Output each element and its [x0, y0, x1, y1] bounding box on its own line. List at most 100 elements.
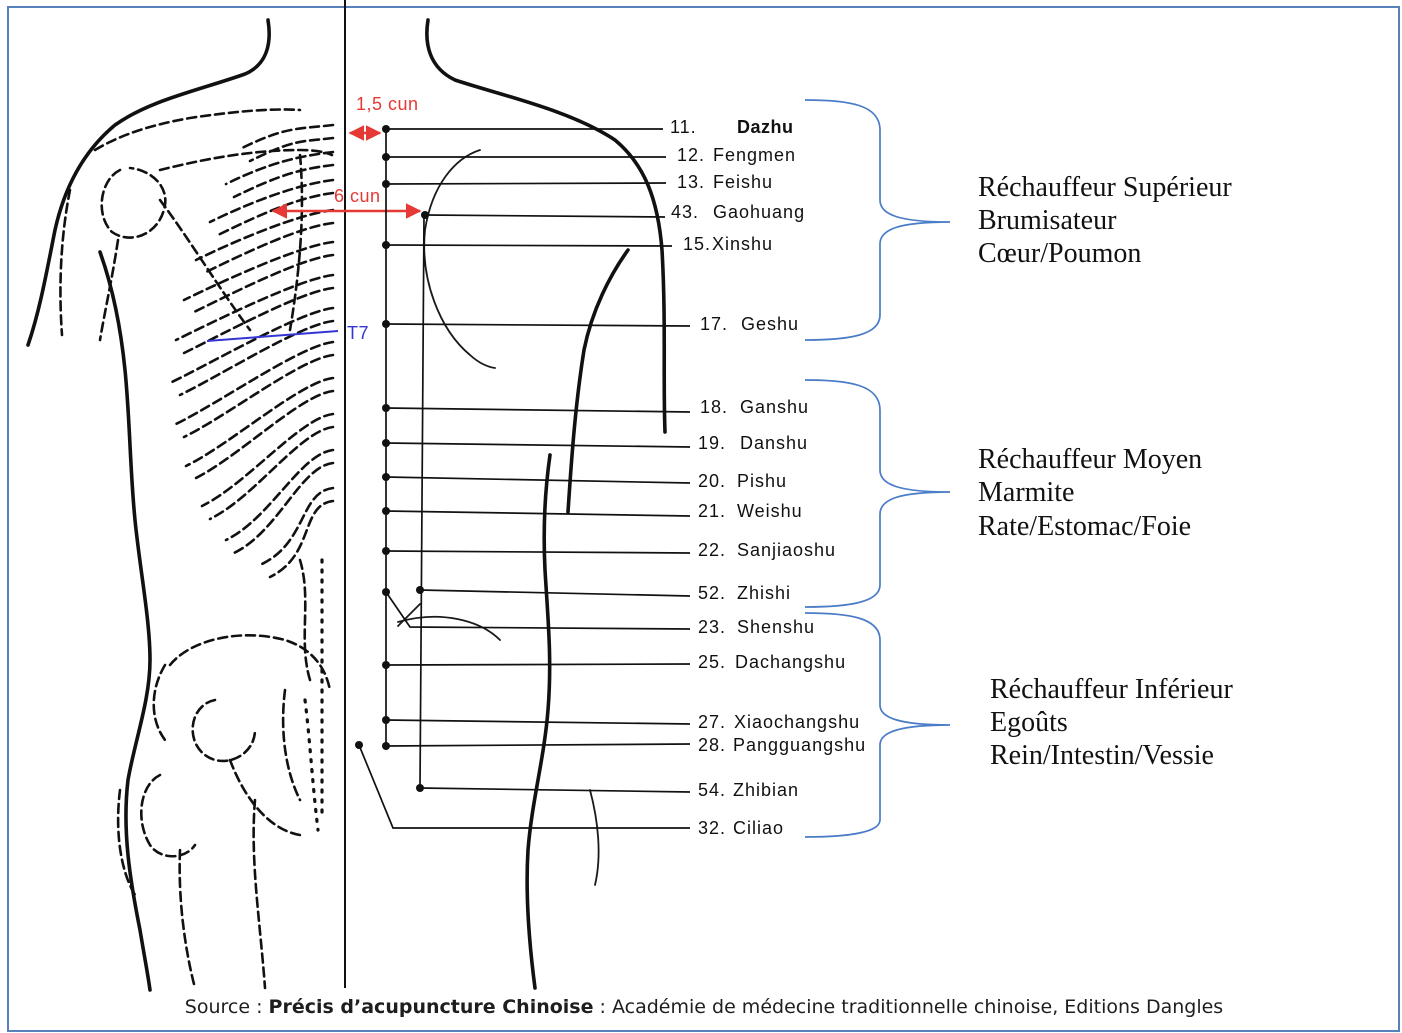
rib-outline: [184, 288, 333, 353]
right-torso-upper-outline: [568, 250, 628, 512]
acupoint-number: 12.: [677, 145, 705, 165]
acupoint-row: 11. Dazhu: [382, 117, 794, 137]
sacrum-outline: [283, 690, 300, 800]
acupoint-dot: [382, 125, 390, 133]
acupoint-number: 11.: [670, 117, 697, 137]
group-subtitle: Marmite: [978, 477, 1074, 508]
acupoint-number: 43.: [671, 202, 699, 222]
right-hip-line: [398, 617, 500, 640]
acupoint-number: 18.: [700, 397, 728, 417]
vertebra-label: T7: [347, 323, 369, 343]
group-title: Réchauffeur Moyen: [978, 444, 1202, 475]
humerus-outer-outline: [60, 190, 70, 335]
group-bracket-middle: [805, 380, 950, 607]
sacrum-dots: [305, 700, 318, 830]
acupoint-dot: [382, 742, 390, 750]
right-buttock-curve: [590, 790, 599, 885]
rib-cage: [172, 125, 333, 577]
acupoint-row: 13. Feishu: [382, 172, 773, 192]
source-title: Précis d’acupuncture Chinoise: [269, 996, 594, 1018]
leader-line: [386, 511, 690, 516]
group-bracket-upper: [805, 100, 950, 340]
acupoint-row: 25. Dachangshu: [382, 652, 846, 672]
acupoint-row: 15. Xinshu: [382, 234, 773, 254]
leader-line: [386, 324, 690, 326]
leader-line: [386, 592, 690, 629]
group-subtitle: Brumisateur: [978, 205, 1117, 236]
acupoint-number: 21.: [698, 501, 726, 521]
group-organs: Rate/Estomac/Foie: [978, 511, 1191, 542]
acupoint-dot: [355, 741, 363, 749]
acupoint-dot: [382, 439, 390, 447]
acupoint-name: Danshu: [740, 433, 808, 453]
acupoint-name: Sanjiaoshu: [737, 540, 836, 560]
acupoint-name: Ganshu: [740, 397, 809, 417]
leader-line: [386, 408, 690, 412]
leader-line: [386, 744, 690, 746]
skeleton-outline: [60, 109, 333, 988]
left-torso-outline: [100, 252, 150, 990]
acupoint-name: Pishu: [737, 471, 787, 491]
leader-line: [386, 664, 690, 665]
source-suffix: : Académie de médecine traditionnelle ch…: [594, 996, 1224, 1018]
acupoint-row: 54. Zhibian: [416, 780, 799, 800]
acupoint-row: 27. Xiaochangshu: [382, 712, 860, 732]
acupoint-dot: [421, 211, 429, 219]
femur-lateral-outline: [180, 850, 195, 988]
acupoint-dot: [416, 784, 424, 792]
rib-outline: [196, 210, 333, 260]
group-title: Réchauffeur Supérieur: [978, 172, 1232, 203]
leader-line: [386, 720, 690, 724]
clavicle-outline: [95, 109, 300, 150]
scapula-medial-border: [290, 155, 302, 330]
acupoint-number: 20.: [698, 471, 726, 491]
acupoint-row: 21. Weishu: [382, 501, 803, 521]
acupoint-number: 19.: [698, 433, 726, 453]
source-prefix: Source :: [185, 996, 269, 1018]
acupoint-name: Pangguangshu: [733, 735, 866, 755]
acupoint-name: Gaohuang: [713, 202, 805, 222]
acupoint-number: 54.: [698, 780, 726, 800]
acupoint-row: 20. Pishu: [382, 471, 787, 491]
leader-line: [386, 183, 666, 184]
rib-outline: [180, 321, 333, 395]
acupoint-number: 25.: [698, 652, 726, 672]
acupoint-row: 52. Zhishi: [416, 583, 791, 603]
femoral-head-outline: [193, 700, 255, 761]
acupoint-number: 17.: [700, 314, 728, 334]
body-outline: [28, 0, 665, 990]
rib-outline: [176, 275, 333, 340]
acupoint-name: Geshu: [741, 314, 799, 334]
acupoint-name: Ciliao: [733, 818, 784, 838]
bladder-line-outer: [420, 215, 424, 788]
acupoint-name: Xiaochangshu: [734, 712, 860, 732]
acupoint-dot: [382, 507, 390, 515]
group-label-lower: Réchauffeur Inférieur Egoûts Rein/Intest…: [990, 674, 1233, 771]
acupoint-number: 52.: [698, 583, 726, 603]
measure-upper-label: 1,5 cun: [356, 94, 419, 114]
acupoint-number: 28.: [698, 735, 726, 755]
acupoint-dot: [382, 153, 390, 161]
acupoint-dot: [382, 320, 390, 328]
acupoint-number: 32.: [698, 818, 726, 838]
leader-line: [386, 477, 690, 483]
right-scapula-outline: [424, 150, 495, 368]
acupoint-dot: [382, 547, 390, 555]
ischium-outline: [230, 760, 300, 835]
acupoint-name: Xinshu: [712, 234, 773, 254]
acupoint-number: 23.: [698, 617, 726, 637]
scapula-spine-outline: [160, 150, 332, 170]
acupoint-name: Dachangshu: [735, 652, 846, 672]
group-subtitle: Egoûts: [990, 707, 1068, 738]
acupoint-number: 13.: [677, 172, 705, 192]
acupoint-dot: [382, 473, 390, 481]
acupoint-dot: [382, 180, 390, 188]
ilium-lower-outline: [154, 665, 165, 740]
acupoint-row: 18. Ganshu: [382, 397, 809, 417]
group-label-upper: Réchauffeur Supérieur Brumisateur Cœur/P…: [978, 172, 1232, 269]
femur-medial-outline: [254, 800, 265, 988]
acupoint-dot: [382, 241, 390, 249]
measure-lower-label: 6 cun: [334, 186, 381, 206]
acupoint-row: 43. Gaohuang: [421, 202, 805, 222]
